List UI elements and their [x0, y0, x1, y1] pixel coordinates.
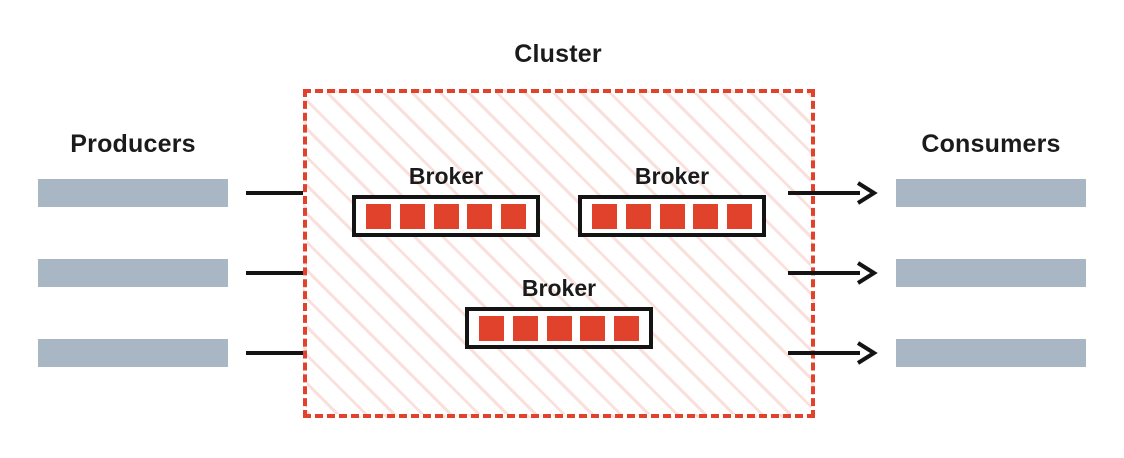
partition-block — [512, 315, 538, 341]
partition-block — [727, 203, 752, 229]
partition-block — [546, 315, 572, 341]
consumer-bar — [896, 179, 1086, 207]
partition-block — [693, 203, 719, 229]
consumers-title: Consumers — [921, 130, 1061, 158]
partition-block — [580, 315, 606, 341]
partition-block — [433, 203, 459, 229]
broker-box — [578, 195, 766, 237]
producer-bar — [38, 179, 228, 207]
consumer-arrow-icon — [788, 340, 878, 366]
broker-unit: Broker — [578, 165, 766, 237]
broker-label: Broker — [521, 275, 597, 301]
cluster-title: Cluster — [514, 40, 602, 68]
consumer-bar — [896, 339, 1086, 367]
broker-label: Broker — [634, 163, 710, 189]
broker-unit: Broker — [465, 277, 653, 349]
broker-box — [352, 195, 540, 237]
partition-block — [614, 315, 639, 341]
partition-block — [659, 203, 685, 229]
consumer-arrow-icon — [788, 260, 878, 286]
producer-bar — [38, 339, 228, 367]
consumer-bar — [896, 259, 1086, 287]
partition-block — [625, 203, 651, 229]
partition-block — [501, 203, 526, 229]
producers-title: Producers — [70, 130, 196, 158]
partition-block — [366, 203, 391, 229]
consumer-arrow-icon — [788, 180, 878, 206]
cluster-region — [303, 89, 815, 418]
partition-block — [399, 203, 425, 229]
partition-block — [592, 203, 617, 229]
partition-block — [479, 315, 504, 341]
broker-unit: Broker — [352, 165, 540, 237]
producer-bar — [38, 259, 228, 287]
partition-block — [467, 203, 493, 229]
broker-label: Broker — [408, 163, 484, 189]
broker-box — [465, 307, 653, 349]
